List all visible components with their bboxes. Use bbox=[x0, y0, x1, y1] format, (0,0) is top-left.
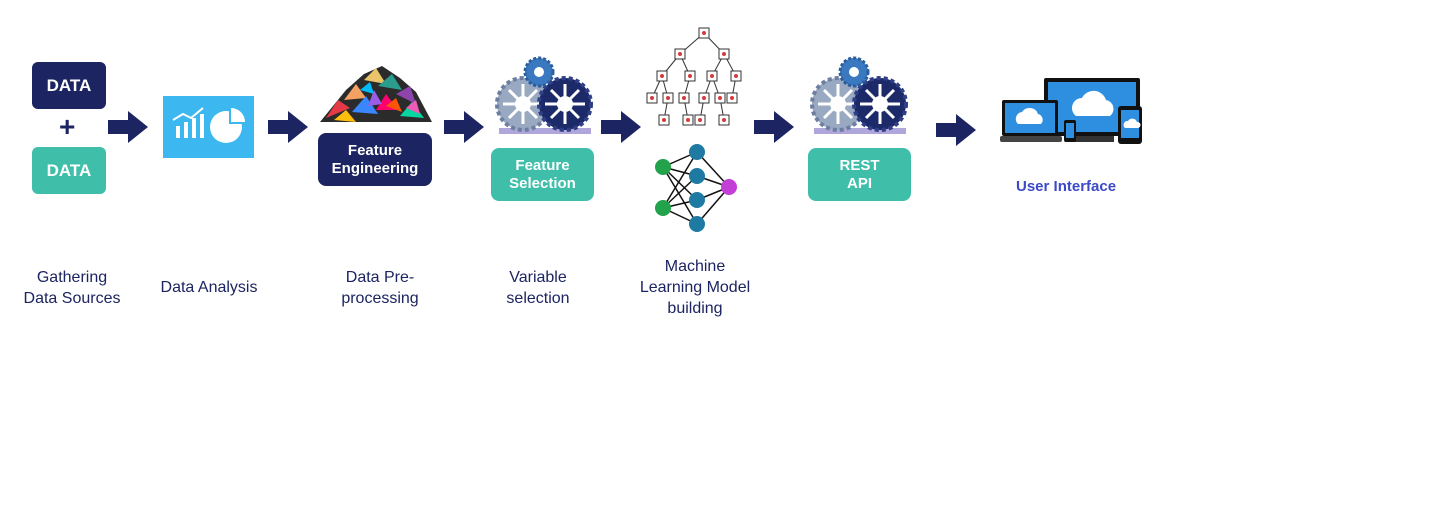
data-source-box-top: DATA bbox=[32, 62, 106, 109]
step-label-preprocessing: Data Pre- processing bbox=[341, 269, 419, 307]
cloud-devices-icon bbox=[1000, 78, 1142, 144]
rest-api-pill: REST API bbox=[808, 148, 911, 201]
right-arrow-icon bbox=[108, 111, 148, 143]
right-arrow-icon bbox=[754, 111, 794, 143]
step-label-gathering: Gathering Data Sources bbox=[23, 269, 121, 307]
step-label-variable-selection: Variable selection bbox=[506, 269, 570, 307]
right-arrow-icon bbox=[444, 111, 484, 143]
right-arrow-icon bbox=[601, 111, 641, 143]
feature-engineering-pill: Feature Engineering bbox=[318, 133, 432, 186]
gears-icon bbox=[495, 56, 593, 134]
feature-selection-pill: Feature Selection bbox=[491, 148, 594, 201]
neural-network-icon bbox=[655, 144, 737, 232]
right-arrow-icon bbox=[936, 114, 976, 146]
decision-tree-icon bbox=[646, 27, 742, 126]
step-label-ml-building: Machine Learning Model building bbox=[639, 258, 751, 317]
data-pile-icon bbox=[320, 66, 432, 122]
user-interface-label: User Interface bbox=[1016, 178, 1117, 195]
gears-icon bbox=[810, 56, 908, 134]
analytics-chart-icon bbox=[163, 96, 254, 158]
plus-sign: + bbox=[59, 111, 76, 142]
right-arrow-icon bbox=[268, 111, 308, 143]
data-source-box-bottom: DATA bbox=[32, 147, 106, 194]
step-label-analysis: Data Analysis bbox=[160, 279, 258, 296]
